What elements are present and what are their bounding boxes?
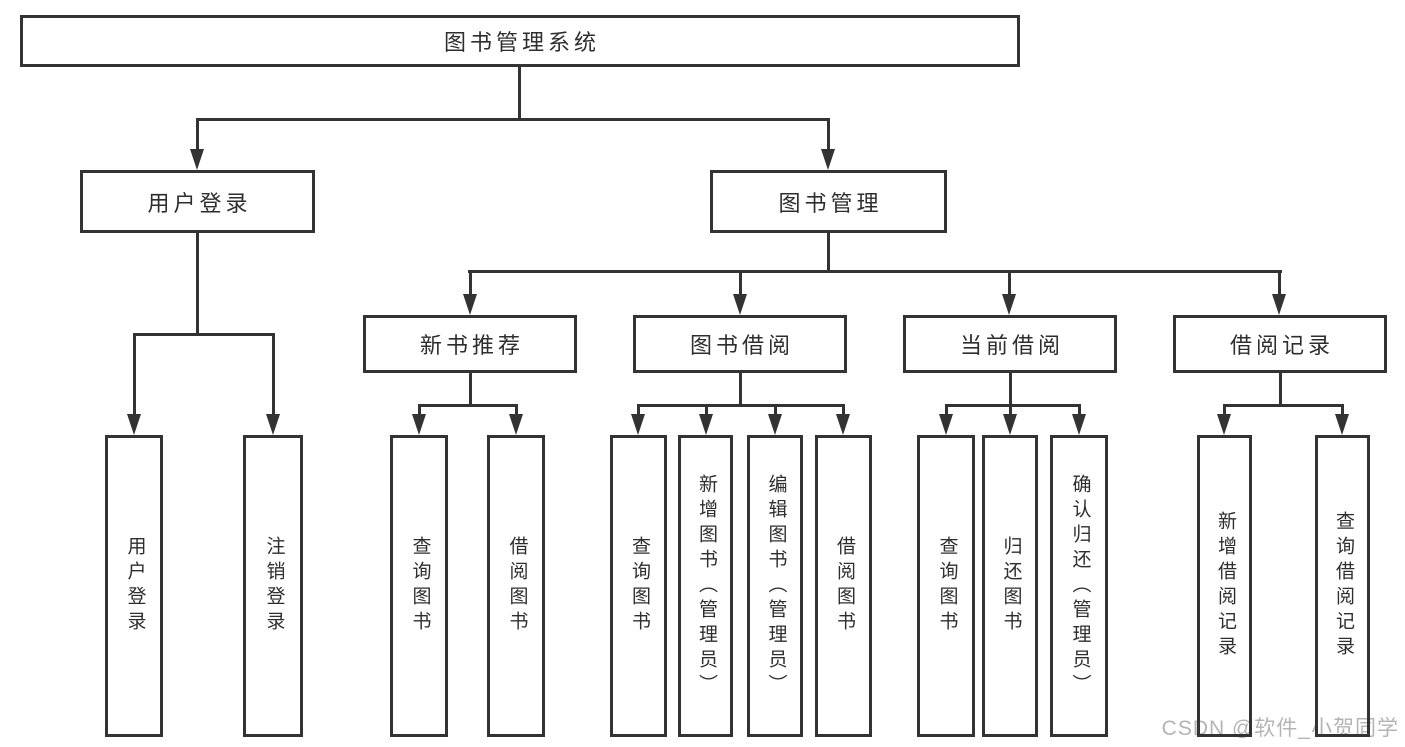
leaf-confirm-return-admin: 确认归还（管理员） — [1050, 435, 1108, 737]
arrowhead-down — [412, 414, 426, 435]
leaf-query-books-current: 查询图书 — [917, 435, 975, 737]
node-new-book-recommendation: 新书推荐 — [363, 315, 577, 373]
arrowhead-down — [733, 294, 747, 315]
connector-line — [196, 233, 199, 335]
connector-line — [842, 404, 845, 418]
connector-line — [827, 233, 830, 273]
node-book-management: 图书管理 — [710, 170, 947, 233]
leaf-query-borrow-record: 查询借阅记录 — [1315, 435, 1370, 737]
connector-line — [469, 270, 472, 296]
arrowhead-down — [1002, 294, 1016, 315]
connector-line — [637, 404, 640, 418]
node-book-borrowing: 图书借阅 — [633, 315, 847, 373]
leaf-add-borrow-record: 新增借阅记录 — [1197, 435, 1252, 737]
connector-line — [1008, 270, 1011, 296]
arrowhead-down — [821, 149, 835, 170]
connector-line — [469, 372, 472, 406]
arrowhead-down — [1335, 414, 1349, 435]
connector-line — [1009, 404, 1012, 418]
leaf-edit-books-admin: 编辑图书（管理员） — [747, 435, 803, 737]
connector-line — [1223, 404, 1226, 418]
connector-line — [774, 404, 777, 418]
connector-line — [637, 404, 845, 407]
connector-line — [827, 118, 830, 151]
connector-line — [945, 404, 1081, 407]
connector-line — [1279, 372, 1282, 406]
leaf-user-login: 用户登录 — [105, 435, 163, 737]
connector-line — [1341, 404, 1344, 418]
arrowhead-down — [1072, 414, 1086, 435]
connector-line — [1078, 404, 1081, 418]
leaf-add-books-admin: 新增图书（管理员） — [678, 435, 733, 737]
node-user-login: 用户登录 — [80, 170, 315, 233]
connector-line — [272, 333, 275, 416]
arrowhead-down — [266, 414, 280, 435]
connector-line — [739, 270, 742, 296]
connector-line — [1223, 404, 1344, 407]
node-root-library-system: 图书管理系统 — [20, 15, 1020, 67]
connector-line — [133, 333, 275, 336]
arrowhead-down — [1272, 294, 1286, 315]
connector-line — [196, 118, 830, 121]
arrowhead-down — [463, 294, 477, 315]
arrowhead-down — [768, 414, 782, 435]
connector-line — [196, 118, 199, 151]
leaf-return-books: 归还图书 — [982, 435, 1038, 737]
arrowhead-down — [699, 414, 713, 435]
connector-line — [1278, 270, 1281, 296]
node-borrowing-records: 借阅记录 — [1173, 315, 1387, 373]
connector-line — [518, 67, 521, 120]
arrowhead-down — [190, 149, 204, 170]
leaf-logout: 注销登录 — [243, 435, 303, 737]
arrowhead-down — [509, 414, 523, 435]
connector-line — [418, 404, 421, 418]
connector-line — [945, 404, 948, 418]
leaf-query-books-recommend: 查询图书 — [390, 435, 448, 737]
leaf-borrow-books-recommend: 借阅图书 — [487, 435, 545, 737]
connector-line — [739, 372, 742, 406]
arrowhead-down — [1003, 414, 1017, 435]
arrowhead-down — [631, 414, 645, 435]
arrowhead-down — [836, 414, 850, 435]
connector-line — [418, 404, 518, 407]
connector-line — [133, 333, 136, 416]
csdn-watermark: CSDN @软件_小贺同学 — [1161, 717, 1399, 740]
connector-line — [1009, 372, 1012, 406]
leaf-borrow-books: 借阅图书 — [815, 435, 872, 737]
connector-line — [468, 270, 1282, 273]
arrowhead-down — [939, 414, 953, 435]
connector-line — [515, 404, 518, 418]
connector-line — [705, 404, 708, 418]
leaf-query-books-borrowing: 查询图书 — [610, 435, 667, 737]
arrowhead-down — [127, 414, 141, 435]
node-current-borrowing: 当前借阅 — [903, 315, 1117, 373]
arrowhead-down — [1217, 414, 1231, 435]
